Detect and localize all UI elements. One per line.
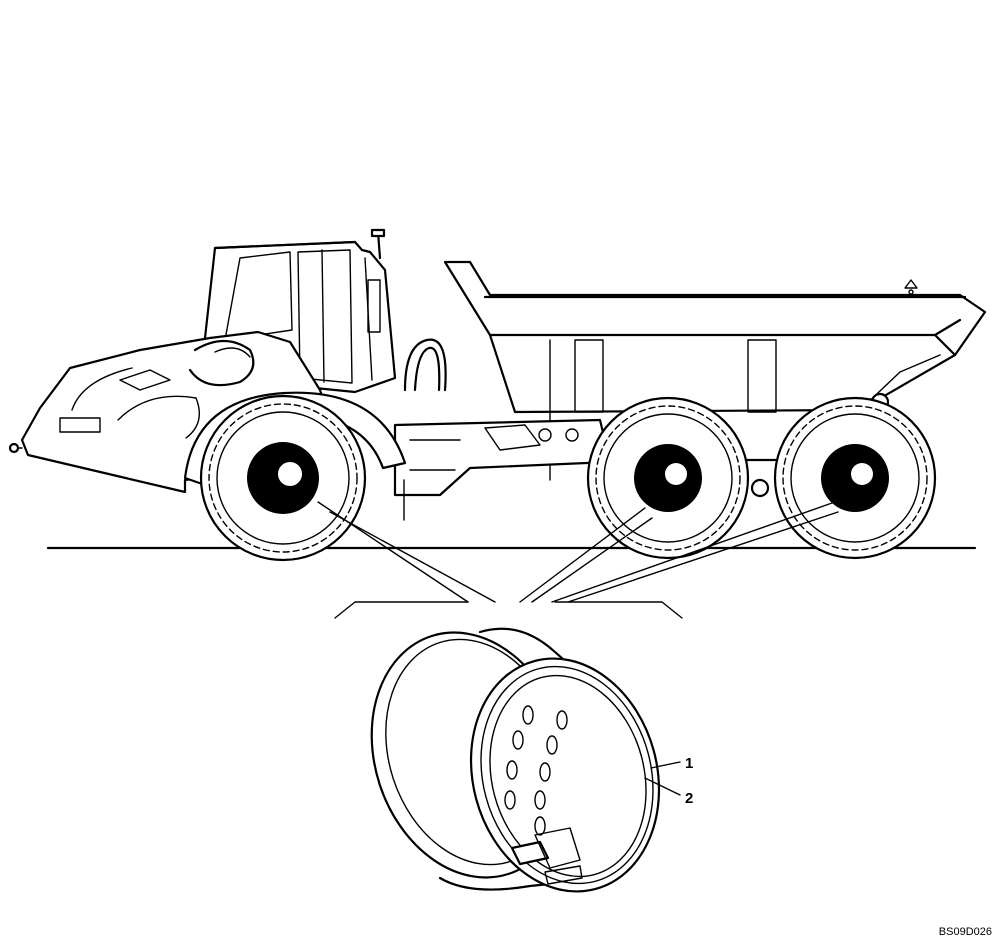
- middle-wheel: [586, 396, 750, 560]
- callouts: 1 2: [644, 755, 693, 807]
- chassis: [393, 418, 782, 521]
- leader-line-2: [644, 777, 681, 796]
- pointer-lines: [317, 501, 839, 619]
- bolt-holes: [504, 705, 568, 836]
- wheel-rim: [370, 627, 661, 893]
- callout-label-1: 1: [685, 755, 693, 772]
- leader-line-1: [650, 761, 681, 769]
- articulated-dump-truck: [8, 228, 987, 562]
- valve-slot: [510, 827, 583, 885]
- front-wheel: [199, 394, 367, 562]
- rear-wheel: [773, 396, 937, 560]
- figure-code: BS09D026: [939, 926, 992, 938]
- callout-label-2: 2: [685, 790, 693, 807]
